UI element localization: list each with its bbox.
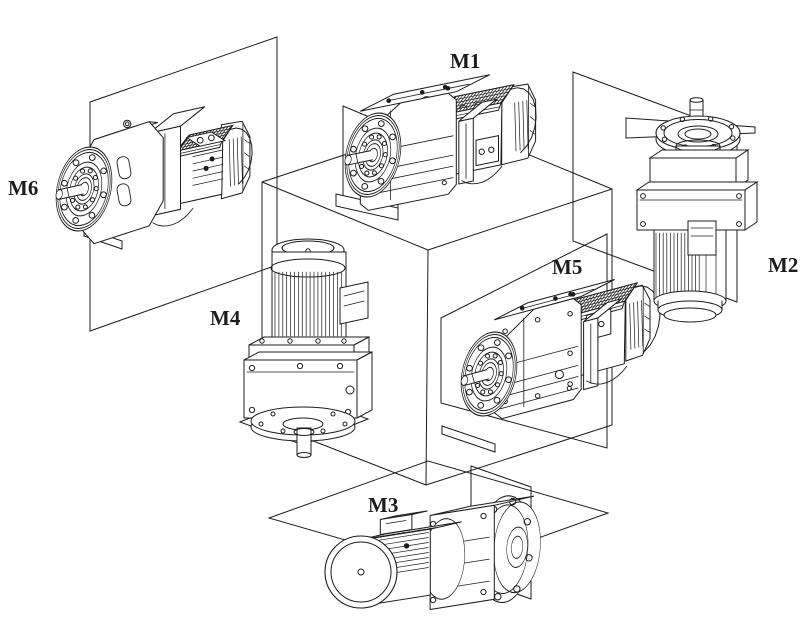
svg-text:M1: M1 — [450, 49, 480, 73]
svg-text:M5: M5 — [552, 255, 582, 279]
svg-text:M4: M4 — [210, 306, 241, 330]
svg-text:M6: M6 — [8, 176, 38, 200]
svg-text:M3: M3 — [368, 493, 398, 517]
svg-text:M2: M2 — [768, 253, 798, 277]
